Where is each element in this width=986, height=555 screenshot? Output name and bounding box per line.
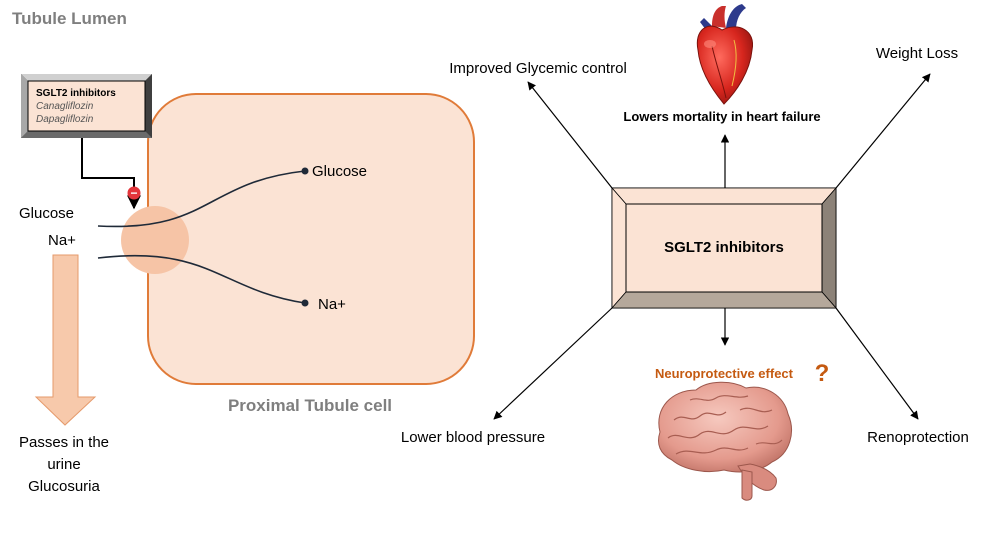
effect-heart-label: Lowers mortality in heart failure — [623, 109, 820, 124]
cell-sodium-label: Na+ — [318, 296, 346, 313]
effect-weight-label: Weight Loss — [876, 45, 958, 62]
arrow-blood-pressure — [493, 307, 613, 420]
arrow-weight — [835, 73, 931, 189]
drug-box: SGLT2 inhibitors Canagliflozin Dapaglifl… — [21, 74, 152, 138]
proximal-tubule-cell — [147, 93, 475, 385]
urine-label-line: urine — [47, 456, 80, 473]
sodium-transport-path — [97, 254, 306, 304]
urine-down-arrow-icon — [34, 254, 97, 426]
heart-illustration-icon — [696, 4, 754, 105]
proximal-tubule-label: Proximal Tubule cell — [228, 396, 392, 415]
neuro-question-mark: ? — [815, 360, 830, 387]
urine-label-line: Glucosuria — [28, 478, 100, 495]
effect-blood-pressure-label: Lower blood pressure — [401, 429, 545, 446]
drug-item: Canagliflozin — [36, 101, 94, 112]
center-label: SGLT2 inhibitors — [664, 239, 784, 256]
effect-glycemic-label: Improved Glycemic control — [449, 60, 627, 77]
sglt2-transporter — [121, 206, 189, 274]
drug-box-title: SGLT2 inhibitors — [36, 88, 116, 99]
arrow-renal — [835, 307, 919, 420]
brain-illustration-icon — [658, 381, 792, 501]
drug-item: Dapagliflozin — [36, 114, 94, 125]
inhibition-connector — [81, 138, 141, 210]
effect-neuro-label: Neuroprotective effect — [655, 366, 794, 381]
tubule-lumen-label: Tubule Lumen — [12, 9, 127, 28]
sglt2-center-box: SGLT2 inhibitors — [611, 186, 837, 310]
cell-glucose-label: Glucose — [312, 163, 367, 180]
urine-label-line: Passes in the — [19, 434, 109, 451]
arrow-glycemic — [527, 81, 613, 189]
effect-renal-label: Renoprotection — [867, 429, 969, 446]
sodium-endpoint — [301, 299, 309, 307]
inhibit-symbol-icon — [127, 186, 141, 200]
inhibit-symbol: − — [130, 186, 137, 200]
glucose-transport-path — [97, 170, 306, 228]
lumen-sodium-label: Na+ — [48, 232, 76, 249]
glucose-endpoint — [301, 167, 309, 175]
lumen-glucose-label: Glucose — [19, 205, 74, 222]
